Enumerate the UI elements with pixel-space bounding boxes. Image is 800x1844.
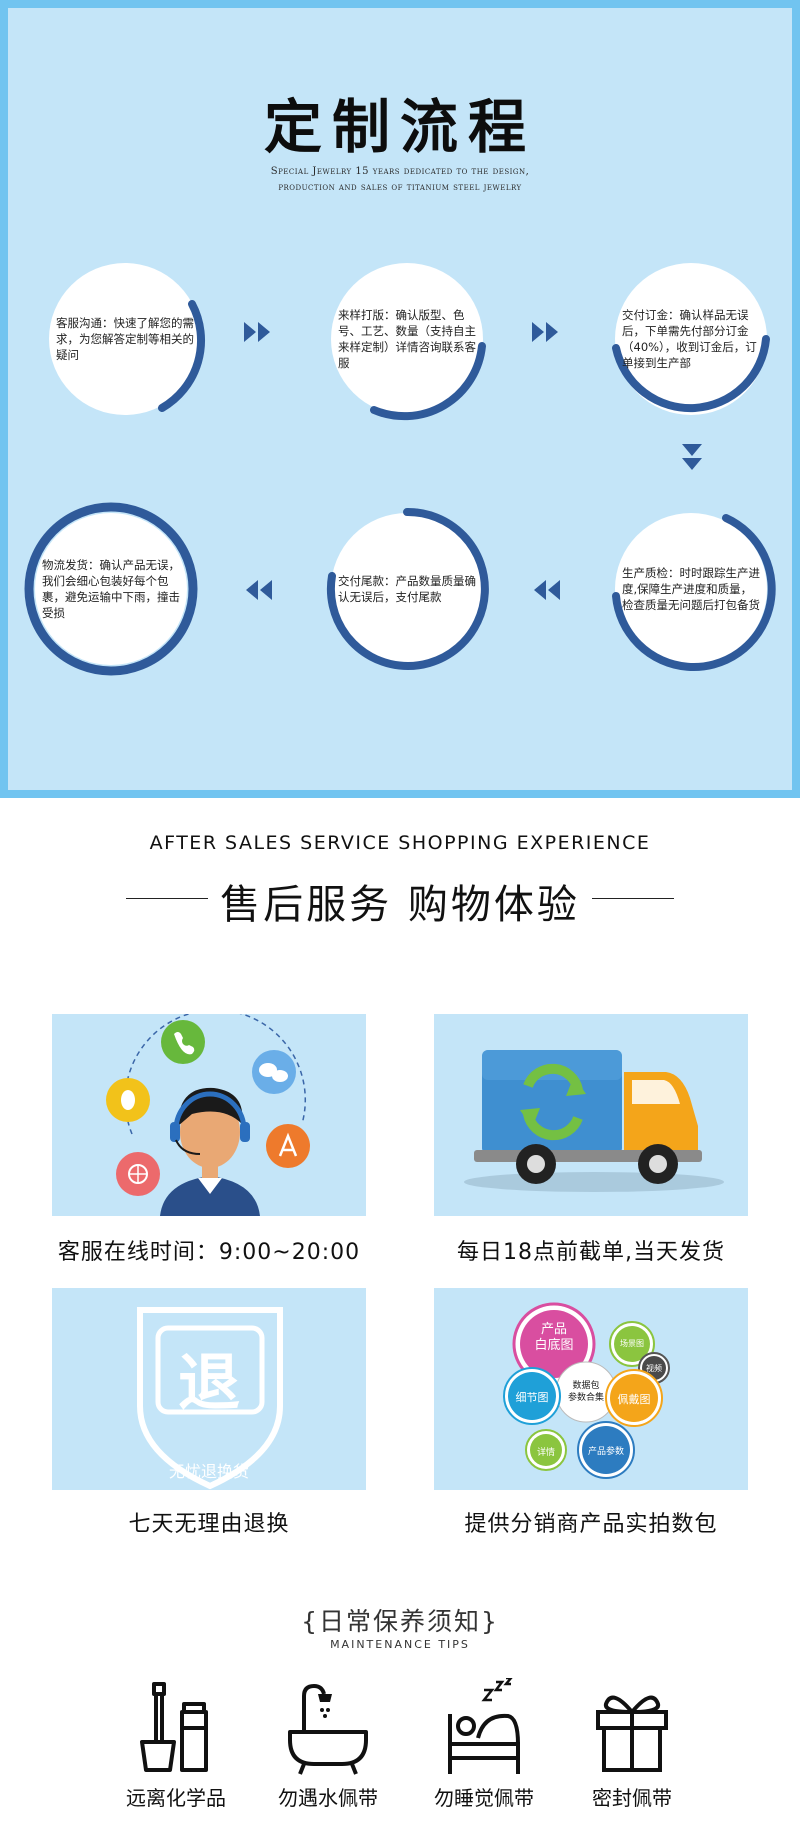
step-text: 来样打版：确认版型、色号、工艺、数量（支持自主来样定制）详情咨询联系客服	[338, 308, 476, 370]
maintenance-title-en: MAINTENANCE TIPS	[330, 1638, 470, 1651]
process-step-balance: 交付尾款：产品数量质量确认无误后，支付尾款	[314, 496, 500, 682]
after-sales-title-cn: 售后服务 购物体验	[220, 882, 580, 928]
step-text: 交付尾款：产品数量质量确认无误后，支付尾款	[338, 574, 476, 604]
maintenance-item-sleep: 勿睡觉佩带	[424, 1678, 544, 1818]
bubble-label: 详情	[536, 1448, 555, 1458]
card-same-day-shipping	[434, 1014, 748, 1216]
bubble-label: 产品白底图	[534, 1322, 574, 1353]
card-data-pack: 产品白底图 场景图 视频 数据包参数合集 细节图 佩戴图 详情 产品参数	[434, 1288, 748, 1490]
process-title: 定制流程	[263, 93, 536, 161]
return-badge-char: 退	[177, 1346, 240, 1419]
caption-seven-day-returns: 七天无理由退换	[128, 1512, 290, 1537]
bathtub-icon	[288, 1683, 368, 1775]
process-subtitle-line1: Special Jewelry 15 years dedicated to th…	[270, 166, 530, 177]
maintenance-label: 勿睡觉佩带	[434, 1786, 534, 1810]
bubble-label: 产品参数	[587, 1447, 624, 1457]
arrow-right-icon	[244, 322, 270, 342]
maintenance-item-sealed: 密封佩带	[572, 1678, 692, 1818]
process-step-sample: 来样打版：确认版型、色号、工艺、数量（支持自主来样定制）详情咨询联系客服	[314, 246, 500, 432]
maintenance-item-chemicals: 远离化学品	[116, 1678, 236, 1818]
step-text: 客服沟通：快速了解您的需求，为您解答定制等相关的疑问	[56, 316, 194, 362]
maintenance-item-water: 勿遇水佩带	[268, 1678, 388, 1818]
maintenance-title-cn: {日常保养须知}	[301, 1607, 499, 1636]
bubble-label: 场景图	[620, 1339, 644, 1348]
maintenance-label: 勿遇水佩带	[278, 1786, 378, 1810]
phone-bubble-icon	[161, 1020, 205, 1064]
process-step-deposit: 交付订金：确认样品无误后，下单需先付部分订金（40%），收到订金后，订单接到生产…	[598, 246, 784, 432]
shield-icon	[137, 1307, 283, 1490]
caption-same-day-shipping: 每日18点前截单,当天发货	[457, 1240, 725, 1265]
bubble-label: 细节图	[515, 1391, 549, 1404]
maintenance-label: 密封佩带	[592, 1786, 672, 1810]
bubble-label: 佩戴图	[617, 1393, 651, 1406]
caption-data-pack: 提供分销商产品实拍数包	[464, 1512, 718, 1537]
process-subtitle-line2: production and sales of titanium steel j…	[278, 182, 522, 193]
step-text: 生产质检：时时跟踪生产进度,保障生产进度和质量，检查质量无问题后打包备货	[622, 566, 760, 612]
caption-service-hours: 客服在线时间：9:00~20:00	[57, 1240, 361, 1265]
process-step-shipping: 物流发货：确认产品无误，我们会细心包装好每个包裹，避免运输中下雨，撞击受损	[18, 496, 204, 682]
arrow-left-icon	[534, 580, 560, 600]
return-badge-text: 无忧退换货	[168, 1462, 249, 1481]
after-sales-title-en: AFTER SALES SERVICE SHOPPING EXPERIENCE	[149, 832, 651, 854]
custom-process-section: 定制流程 Special Jewelry 15 years dedicated …	[0, 0, 800, 798]
step-text: 物流发货：确认产品无误，我们会细心包装好每个包裹，避免运输中下雨，撞击受损	[42, 558, 180, 620]
process-step-quality: 生产质检：时时跟踪生产进度,保障生产进度和质量，检查质量无问题后打包备货	[598, 496, 784, 682]
maintenance-label: 远离化学品	[126, 1786, 226, 1810]
bubble-label: 视频	[646, 1364, 662, 1373]
divider-line	[592, 898, 674, 899]
app-bubble-icon	[266, 1124, 310, 1168]
arrow-left-icon	[246, 580, 272, 600]
divider-line	[126, 898, 208, 899]
chemical-bottles-icon	[140, 1682, 208, 1772]
gift-box-icon	[596, 1695, 668, 1772]
arrow-down-icon	[682, 444, 702, 470]
step-text: 交付订金：确认样品无误后，下单需先付部分订金（40%），收到订金后，订单接到生产…	[622, 308, 757, 370]
bubble-label: 数据包参数合集	[567, 1381, 604, 1403]
card-customer-service	[52, 1014, 366, 1216]
sleeping-bed-icon	[448, 1678, 520, 1774]
card-free-returns: 退 无忧退换货	[52, 1288, 366, 1490]
arrow-right-icon	[532, 322, 558, 342]
process-step-consult: 客服沟通：快速了解您的需求，为您解答定制等相关的疑问	[32, 246, 218, 432]
